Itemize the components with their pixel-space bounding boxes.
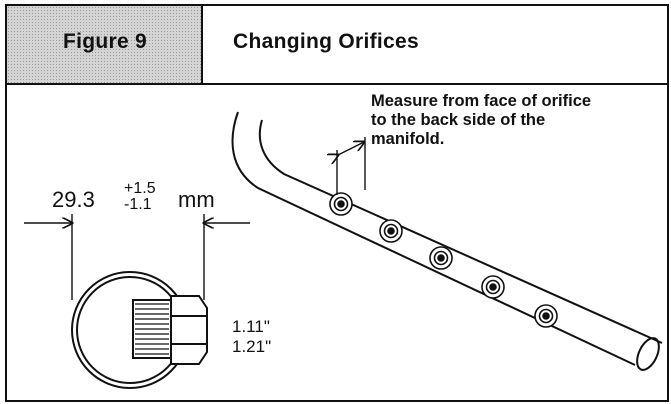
instruction-line-3: manifold.	[371, 130, 445, 148]
figure-frame: Figure 9 Changing Orifices	[5, 4, 669, 402]
dimension-unit: mm	[178, 187, 215, 212]
orifice-5	[534, 304, 558, 328]
orifice-2	[379, 219, 403, 243]
instruction-line-2: to the back side of the	[371, 111, 546, 129]
figure-label-cell: Figure 9	[7, 6, 203, 85]
dimension-arrows	[24, 214, 250, 300]
measure-instruction: Measure from face of orifice to the back…	[371, 92, 591, 149]
figure-title-cell: Changing Orifices	[203, 6, 667, 85]
measure-leader	[337, 137, 365, 195]
figure-label: Figure 9	[62, 30, 148, 53]
orifice-size-1: 1.11"	[232, 317, 270, 336]
tolerance-plus: +1.5	[124, 180, 156, 197]
orifice-fittings	[329, 192, 558, 328]
orifice-closeup	[71, 271, 208, 389]
figure-title: Changing Orifices	[233, 30, 419, 53]
orifice-1	[329, 192, 353, 216]
instruction-line-1: Measure from face of orifice	[371, 92, 592, 110]
dimension-value: 29.3	[52, 187, 95, 212]
orifice-size-2: 1.21"	[232, 337, 272, 356]
tolerance-minus: -1.1	[124, 196, 152, 213]
orifice-3	[429, 246, 453, 270]
manifold-pipe	[231, 111, 663, 371]
orifice-4	[481, 275, 505, 299]
